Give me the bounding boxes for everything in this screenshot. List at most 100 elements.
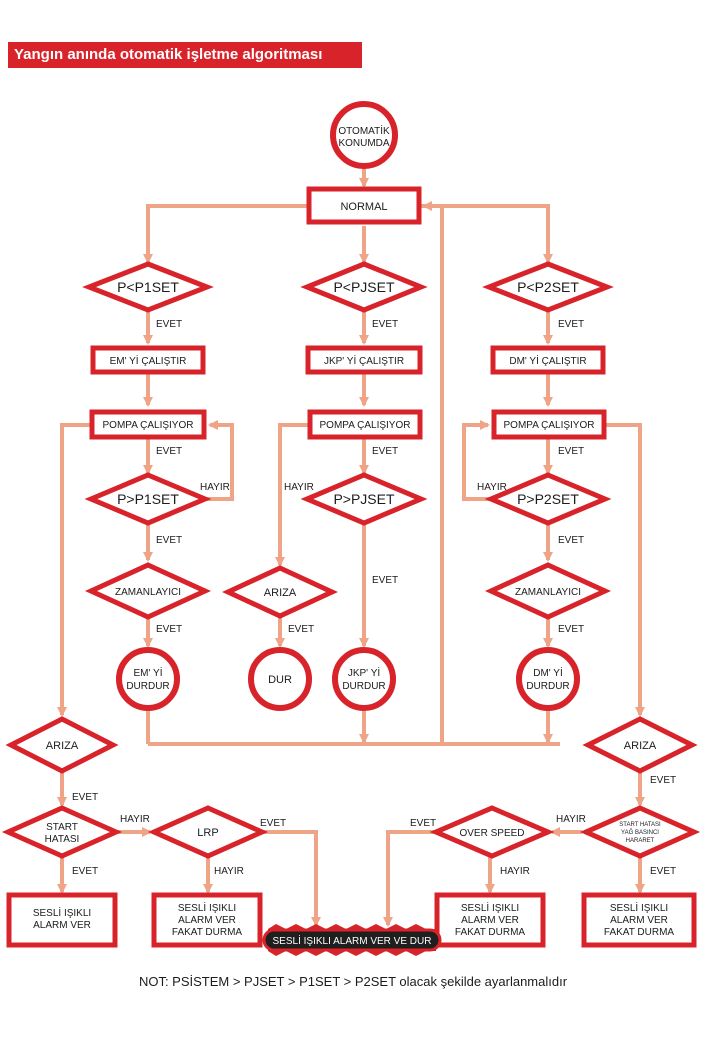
alarm-overspeed-box bbox=[434, 892, 546, 948]
footnote: NOT: PSİSTEM > PJSET > P1SET > P2SET ola… bbox=[138, 974, 568, 989]
timer-left-label: ZAMANLAYICI bbox=[115, 587, 181, 598]
em-run-box bbox=[90, 345, 206, 375]
dm-stop-label-2: DURDUR bbox=[526, 681, 569, 692]
decision-start-hatasi bbox=[1, 805, 123, 859]
normal-label: NORMAL bbox=[340, 201, 387, 213]
diagram-title: Yangın anında otomatik işletme algoritma… bbox=[8, 42, 362, 68]
decision-over-speed bbox=[429, 805, 555, 859]
dm-run-label: DM' Yİ ÇALIŞTIR bbox=[509, 354, 586, 367]
alarm-overspeed-label-1: SESLİ IŞIKLI bbox=[461, 901, 519, 914]
evet-label: EVET bbox=[156, 535, 182, 546]
hayir-label: HAYIR bbox=[500, 866, 530, 877]
edge-p1set-gt-loop bbox=[205, 420, 234, 501]
hayir-label: HAYIR bbox=[200, 482, 230, 493]
alarm-right-label-2: ALARM VER bbox=[610, 915, 668, 926]
dm-run-box bbox=[490, 345, 606, 375]
dur-label: DUR bbox=[268, 674, 292, 686]
evet-label: EVET bbox=[650, 866, 676, 877]
decision-p-lt-pjset-label: P<PJSET bbox=[333, 279, 395, 295]
hayir-label: HAYIR bbox=[477, 482, 507, 493]
edge-labels: EVET EVET EVET EVET EVET EVET HAYIR HAYI… bbox=[72, 319, 676, 877]
decision-ariza-left bbox=[5, 716, 119, 774]
em-stop-label-2: DURDUR bbox=[126, 681, 169, 692]
evet-label: EVET bbox=[410, 818, 436, 829]
alarm-lrp-label-3: FAKAT DURMA bbox=[172, 927, 243, 938]
edge-normal-p1set bbox=[143, 204, 308, 264]
decision-p-lt-pjset bbox=[300, 261, 428, 313]
start-hatasi-yag-label-1: START HATASI bbox=[619, 822, 661, 828]
decision-p-gt-pjset bbox=[300, 472, 428, 526]
evet-label: EVET bbox=[558, 624, 584, 635]
hayir-label: HAYIR bbox=[214, 866, 244, 877]
edge-return-normal bbox=[422, 201, 444, 744]
jkp-stop-label-1: JKP' Yİ bbox=[348, 666, 380, 679]
pompa-mid-label: POMPA ÇALIŞIYOR bbox=[320, 420, 411, 431]
jkp-run-box bbox=[305, 345, 423, 375]
final-terminal: SESLİ IŞIKLI ALARM VER VE DUR bbox=[262, 924, 442, 956]
evet-label: EVET bbox=[156, 319, 182, 330]
jkp-run-label: JKP' Yİ ÇALIŞTIR bbox=[324, 354, 404, 367]
jkp-stop-circle bbox=[332, 647, 396, 711]
start-hatasi-yag-label-3: HARARET bbox=[626, 838, 655, 844]
alarm-right-label-3: FAKAT DURMA bbox=[604, 927, 675, 938]
evet-label: EVET bbox=[260, 818, 286, 829]
decision-p-gt-pjset-label: P>PJSET bbox=[333, 491, 395, 507]
evet-label: EVET bbox=[558, 535, 584, 546]
final-label: SESLİ IŞIKLI ALARM VER VE DUR bbox=[273, 934, 432, 947]
final-box bbox=[262, 928, 442, 952]
evet-label: EVET bbox=[156, 446, 182, 457]
decision-p-gt-p1set-label: P>P1SET bbox=[117, 491, 179, 507]
decision-p-lt-p1set bbox=[82, 261, 214, 313]
evet-label: EVET bbox=[372, 319, 398, 330]
evet-label: EVET bbox=[558, 319, 584, 330]
decision-ariza-mid bbox=[222, 565, 338, 619]
over-speed-label: OVER SPEED bbox=[459, 828, 524, 839]
decision-p-gt-p2set-label: P>P2SET bbox=[517, 491, 579, 507]
evet-label: EVET bbox=[558, 446, 584, 457]
start-label-2: KONUMDA bbox=[338, 138, 389, 149]
dm-stop-circle bbox=[516, 647, 580, 711]
hayir-label: HAYIR bbox=[556, 814, 586, 825]
edge-pompa-right-ariza bbox=[606, 423, 645, 717]
dur-circle bbox=[248, 647, 312, 711]
alarm-left-label-2: ALARM VER bbox=[33, 920, 91, 931]
hayir-label: HAYIR bbox=[120, 814, 150, 825]
em-run-label: EM' Yİ ÇALIŞTIR bbox=[110, 354, 187, 367]
decision-ariza-right bbox=[582, 716, 698, 774]
ariza-right-label: ARIZA bbox=[624, 740, 657, 752]
evet-label: EVET bbox=[72, 792, 98, 803]
lrp-label: LRP bbox=[197, 827, 218, 839]
edge-p2set-gt-loop bbox=[462, 420, 492, 501]
edge-pompa-mid-ariza bbox=[275, 423, 308, 567]
evet-label: EVET bbox=[372, 575, 398, 586]
alarm-right-box bbox=[581, 892, 697, 948]
alarm-right-label-1: SESLİ IŞIKLI bbox=[610, 901, 668, 914]
evet-label: EVET bbox=[650, 775, 676, 786]
start-circle bbox=[330, 101, 398, 169]
edge-pompa-left-ariza bbox=[57, 423, 90, 717]
timer-right-label: ZAMANLAYICI bbox=[515, 587, 581, 598]
normal-box bbox=[306, 186, 422, 225]
alarm-lrp-label-1: SESLİ IŞIKLI bbox=[178, 901, 236, 914]
pompa-right-box bbox=[491, 409, 607, 440]
pompa-mid-box bbox=[307, 409, 423, 440]
alarm-lrp-label-2: ALARM VER bbox=[178, 915, 236, 926]
decision-start-hatasi-yag bbox=[579, 805, 701, 859]
start-hatasi-yag-label-2: YAĞ BASINCI bbox=[621, 829, 659, 836]
pompa-left-box bbox=[89, 409, 207, 440]
pompa-right-label: POMPA ÇALIŞIYOR bbox=[504, 420, 595, 431]
dm-stop-label-1: DM' Yİ bbox=[533, 666, 563, 679]
start-label-1: OTOMATİK bbox=[338, 124, 390, 137]
decision-p-lt-p1set-label: P<P1SET bbox=[117, 279, 179, 295]
decision-p-gt-p2set bbox=[484, 472, 612, 526]
ariza-mid-label: ARIZA bbox=[264, 587, 297, 599]
decision-timer-right bbox=[484, 562, 612, 620]
alarm-left-box bbox=[6, 892, 118, 948]
evet-label: EVET bbox=[156, 624, 182, 635]
alarm-left-label-1: SESLİ IŞIKLI bbox=[33, 906, 91, 919]
start-hatasi-label-2: HATASI bbox=[45, 834, 80, 845]
pompa-left-label: POMPA ÇALIŞIYOR bbox=[103, 420, 194, 431]
jkp-stop-label-2: DURDUR bbox=[342, 681, 385, 692]
evet-label: EVET bbox=[72, 866, 98, 877]
